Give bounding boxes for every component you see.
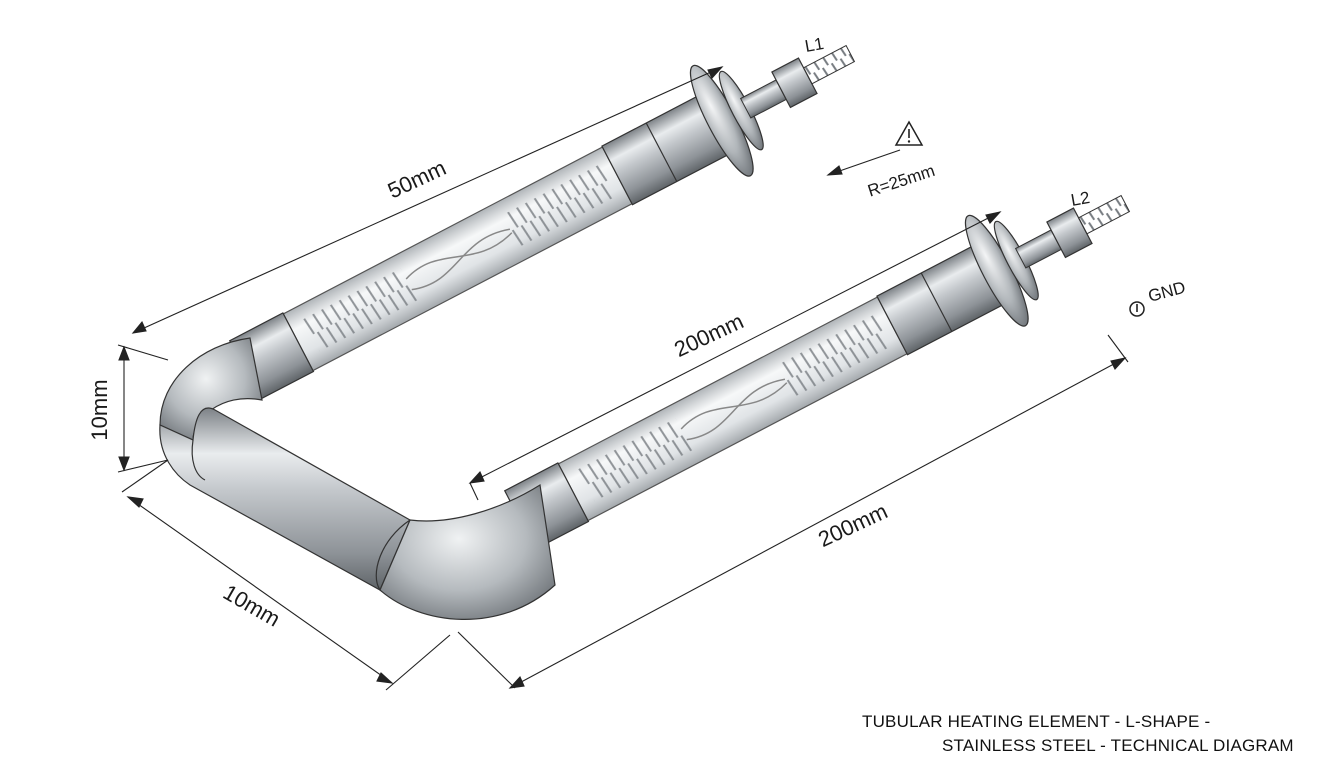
top-tube	[228, 44, 856, 401]
bottom-coil-left	[578, 418, 693, 502]
label-left-height: 10mm	[87, 379, 112, 440]
dimension-lines	[117, 66, 1129, 691]
ground-icon	[1129, 301, 1145, 317]
bottom-tube	[503, 194, 1131, 551]
u-bend-connector	[159, 337, 556, 620]
lower-bend	[379, 484, 556, 620]
label-ground: GND	[1146, 278, 1187, 306]
label-top-length: 50mm	[384, 155, 450, 203]
top-coil-right	[502, 164, 617, 247]
caption-line-2: STAINLESS STEEL - TECHNICAL DIAGRAM	[942, 736, 1294, 755]
dim-line-bottom-left	[127, 496, 393, 684]
dim-line-top	[132, 66, 723, 334]
label-bottom-length: 200mm	[814, 498, 891, 552]
top-coil-left	[303, 268, 418, 352]
dim-line-inner	[469, 211, 1001, 484]
label-bend-radius: R=25mm	[865, 161, 937, 201]
cross-tube	[159, 407, 411, 591]
bottom-thread	[1077, 194, 1131, 235]
label-terminal-l2: L2	[1069, 188, 1091, 210]
label-inner-length: 200mm	[670, 308, 747, 362]
label-terminal-l1: L1	[803, 34, 825, 56]
bottom-coil-right	[777, 314, 892, 397]
caption-line-1: TUBULAR HEATING ELEMENT - L-SHAPE -	[862, 712, 1211, 731]
dim-line-bottom	[509, 357, 1126, 689]
warning-icon	[894, 120, 924, 146]
label-bottom-width: 10mm	[219, 579, 284, 631]
top-thread	[802, 44, 856, 85]
